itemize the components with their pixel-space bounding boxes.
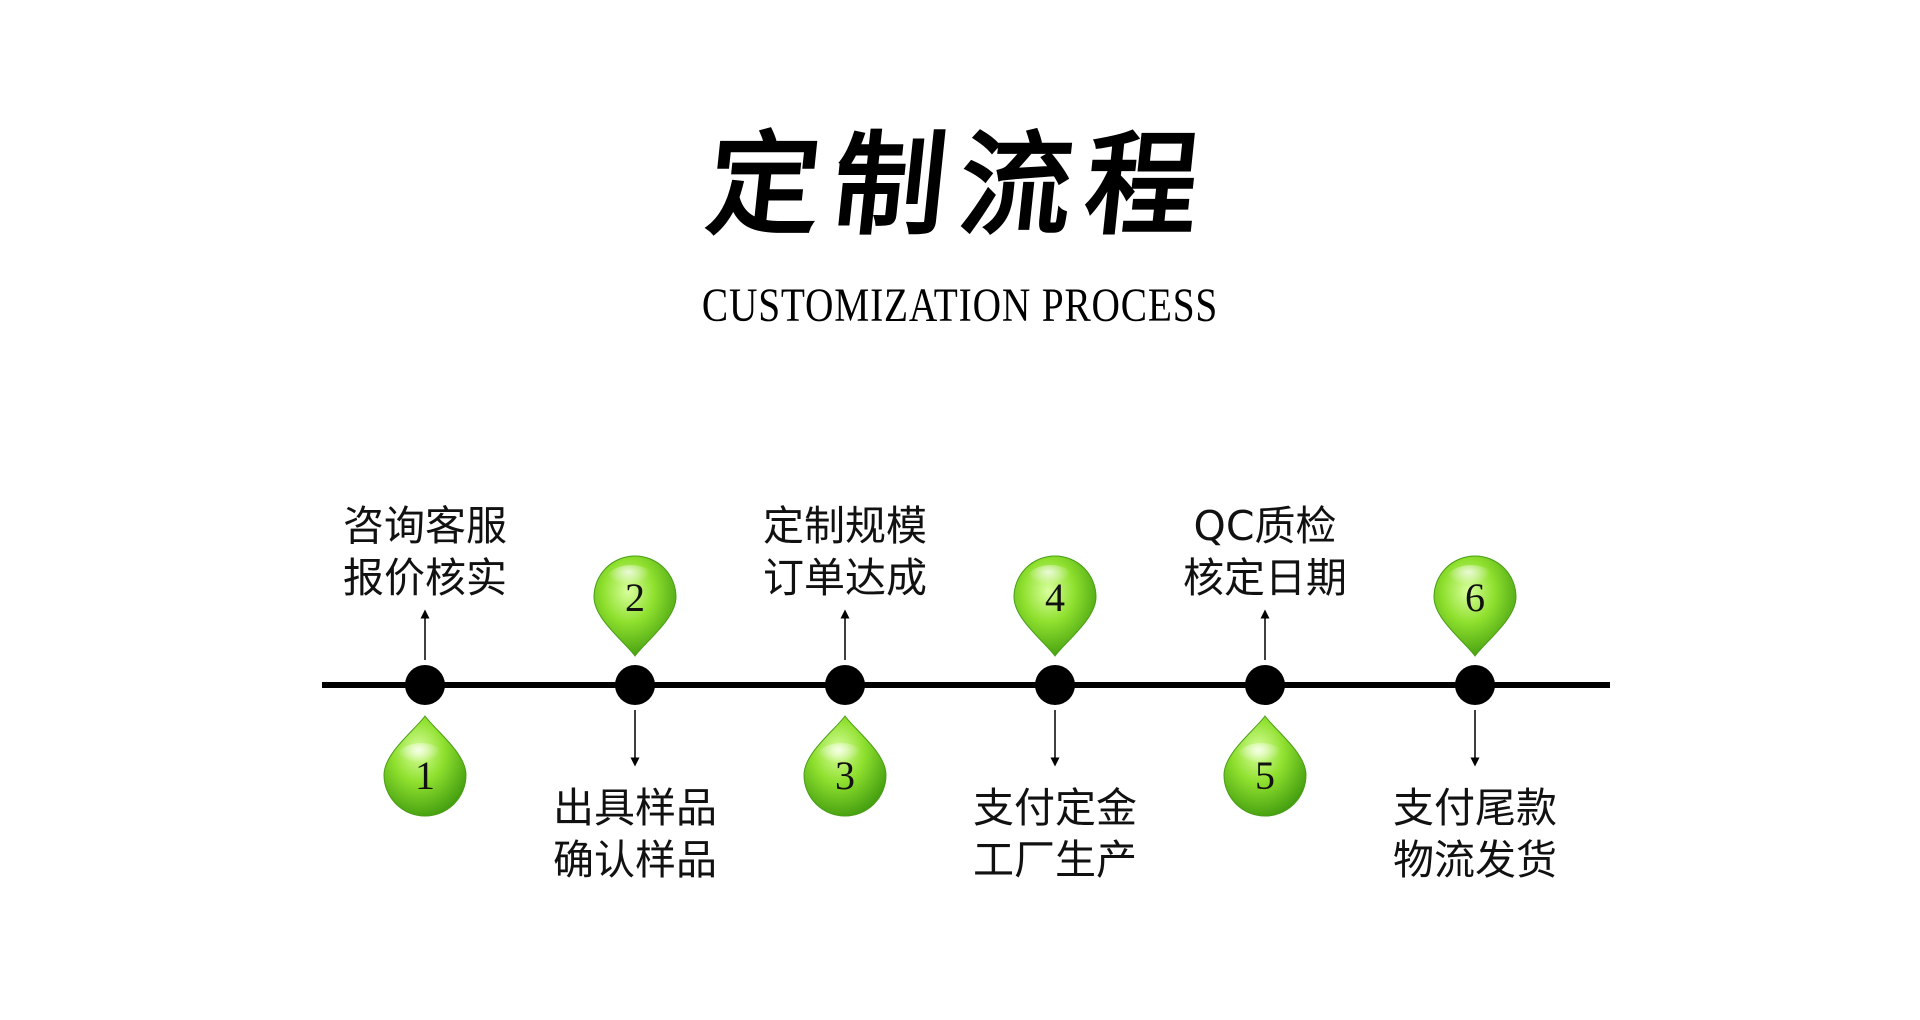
- step-label-line: 支付定金: [973, 784, 1137, 832]
- step-number: 2: [625, 575, 645, 620]
- step-number: 1: [415, 753, 435, 798]
- step-label-line: 订单达成: [763, 554, 927, 602]
- step-label-line: 定制规模: [763, 502, 927, 550]
- drop-highlight: [1027, 565, 1075, 593]
- step-label-line: 工厂生产: [973, 836, 1137, 884]
- step-number: 6: [1465, 575, 1485, 620]
- step-label-line: QC质检: [1194, 502, 1337, 550]
- step-label-line: 核定日期: [1183, 554, 1347, 602]
- timeline-node: [1245, 665, 1285, 705]
- timeline-node: [615, 665, 655, 705]
- step-number: 5: [1255, 753, 1275, 798]
- drop-highlight: [817, 743, 865, 771]
- step-number: 3: [835, 753, 855, 798]
- timeline-node: [1035, 665, 1075, 705]
- drop-highlight: [1447, 565, 1495, 593]
- timeline-node: [825, 665, 865, 705]
- drop-highlight: [397, 743, 445, 771]
- drop-highlight: [607, 565, 655, 593]
- timeline-node: [405, 665, 445, 705]
- step-label-line: 确认样品: [553, 836, 717, 884]
- step-label-line: 物流发货: [1393, 836, 1557, 884]
- step-label-line: 咨询客服: [343, 502, 507, 550]
- step-label-line: 支付尾款: [1393, 784, 1557, 832]
- timeline-node: [1455, 665, 1495, 705]
- page-subtitle: CUSTOMIZATION PROCESS: [701, 279, 1219, 332]
- step-label-line: 出具样品: [553, 784, 717, 832]
- drop-highlight: [1237, 743, 1285, 771]
- step-label-line: 报价核实: [343, 554, 507, 602]
- step-number: 4: [1045, 575, 1065, 620]
